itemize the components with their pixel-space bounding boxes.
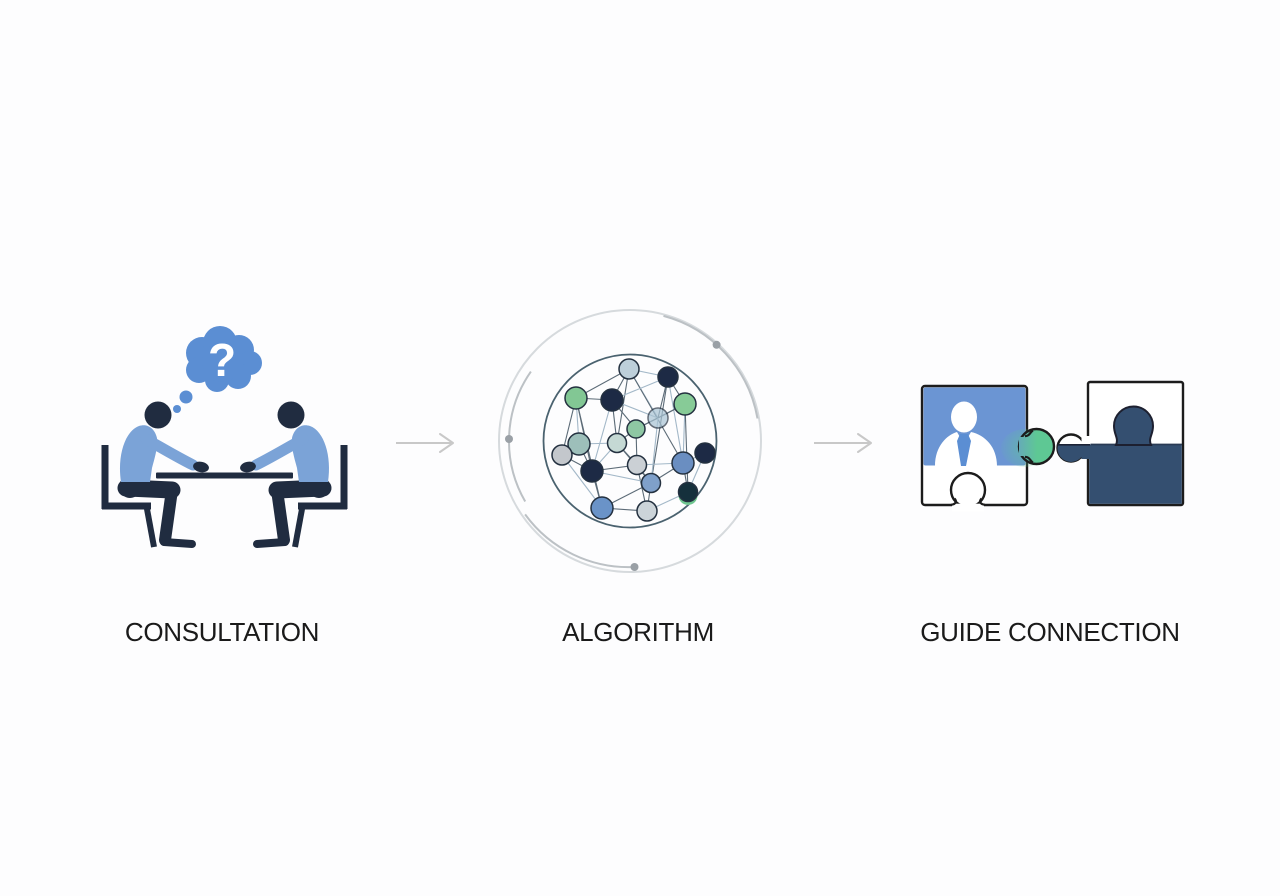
puzzle-connection-icon [920, 380, 1185, 512]
person-left [101, 401, 209, 548]
orbit-arcs [508, 314, 759, 569]
network-inner-ring [542, 353, 718, 529]
table [156, 472, 293, 479]
network-graph [505, 340, 721, 571]
step-label-guide-connection: GUIDE CONNECTION [920, 617, 1180, 647]
step-label-algorithm: ALGORITHM [562, 617, 714, 647]
head [144, 401, 172, 429]
chair-right [292, 445, 348, 548]
person-right [240, 401, 348, 548]
arrow-icon [396, 433, 454, 453]
head [277, 401, 305, 429]
question-mark: ? [208, 334, 236, 386]
arrow-icon [814, 433, 872, 453]
algorithm-network-icon [498, 309, 762, 573]
consultation-icon: ? [101, 326, 348, 548]
puzzle-knob-navy [1112, 405, 1155, 446]
thought-bubble-icon [173, 326, 262, 413]
tie [957, 434, 971, 466]
person-silhouette [935, 401, 997, 466]
chair-left [101, 445, 157, 548]
puzzle-piece-left [920, 384, 1056, 512]
puzzle-piece-right [1056, 380, 1185, 507]
step-label-consultation: CONSULTATION [124, 617, 320, 647]
network-outer-ring [498, 309, 762, 573]
